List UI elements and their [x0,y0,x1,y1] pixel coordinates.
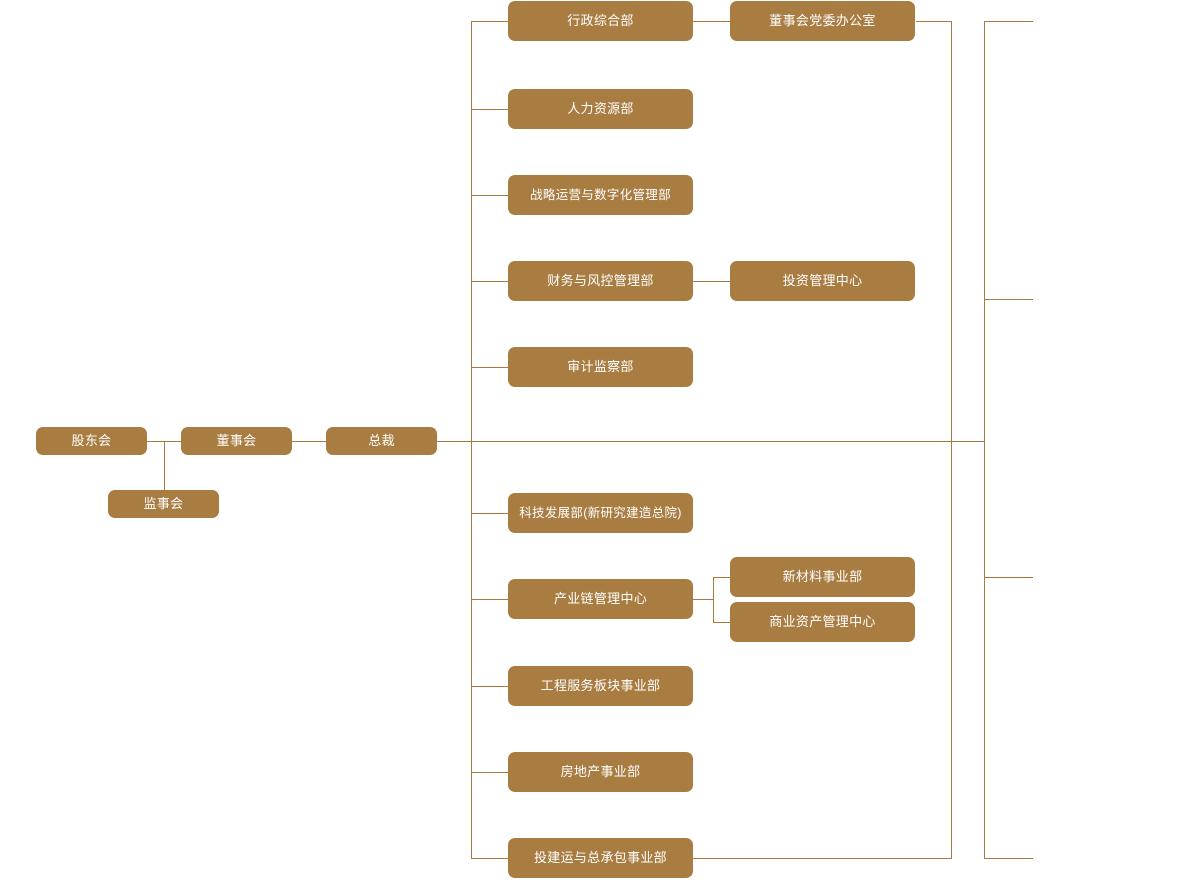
bracket-outer-stub-lower-mid [984,577,1033,578]
bracket-inner-top-stub [916,21,952,22]
node-department-audit[interactable]: 审计监察部 [508,347,693,387]
node-label: 科技发展部(新研究建造总院) [519,505,682,520]
node-department-hr[interactable]: 人力资源部 [508,89,693,129]
node-supervisory-board[interactable]: 监事会 [108,490,219,518]
node-label: 董事会 [216,432,257,448]
node-department-realestate[interactable]: 房地产事业部 [508,752,693,792]
node-department-admin[interactable]: 行政综合部 [508,1,693,41]
node-label: 监事会 [143,495,184,511]
node-label: 新材料事业部 [782,568,863,584]
branch-stub-tech [471,513,508,514]
node-department-engineering[interactable]: 工程服务板块事业部 [508,666,693,706]
connector-finance-to-investment [693,281,730,282]
node-label: 董事会党委办公室 [769,12,876,28]
branch-stub-hr [471,109,508,110]
node-label: 商业资产管理中心 [769,613,876,629]
bracket-inner-bottom-stub [693,858,952,859]
node-president[interactable]: 总裁 [326,427,437,455]
connector-board-to-president [292,441,326,442]
bracket-outer-stub-upper-mid [984,299,1033,300]
connector-industry-chain-out [693,599,714,600]
node-department-finance[interactable]: 财务与风控管理部 [508,261,693,301]
branch-stub-finance [471,281,508,282]
branch-stub-admin [471,21,508,22]
node-label: 产业链管理中心 [553,590,648,606]
bracket-outer-vertical [984,21,985,859]
node-subunit-investment-center[interactable]: 投资管理中心 [730,261,915,301]
connector-fork-to-commercial-assets [713,622,730,623]
node-board-of-directors[interactable]: 董事会 [181,427,292,455]
branch-stub-epc [471,858,508,859]
node-department-tech[interactable]: 科技发展部(新研究建造总院) [508,493,693,533]
node-label: 投建运与总承包事业部 [533,849,667,865]
branch-stub-audit [471,367,508,368]
bracket-outer-stub-top [984,21,1033,22]
connector-fork-to-new-materials [713,577,730,578]
connector-industry-chain-fork [713,577,714,623]
node-subunit-party-office[interactable]: 董事会党委办公室 [730,1,915,41]
node-label: 工程服务板块事业部 [540,677,661,693]
node-department-epc[interactable]: 投建运与总承包事业部 [508,838,693,878]
node-label: 财务与风控管理部 [547,272,654,288]
bracket-outer-stub-bottom [984,858,1033,859]
node-label: 行政综合部 [567,12,634,28]
bracket-inner-vertical [951,21,952,859]
connector-president-to-trunk [437,441,985,442]
node-label: 投资管理中心 [782,272,863,288]
branch-stub-engineering [471,686,508,687]
node-label: 人力资源部 [567,100,634,116]
node-label: 房地产事业部 [560,763,641,779]
connector-admin-to-party-office [693,21,730,22]
branch-stub-realestate [471,772,508,773]
node-subunit-new-materials[interactable]: 新材料事业部 [730,557,915,597]
node-label: 股东会 [71,432,112,448]
branch-stub-strategy [471,195,508,196]
node-label: 总裁 [368,432,395,448]
node-subunit-commercial-assets[interactable]: 商业资产管理中心 [730,602,915,642]
node-label: 战略运营与数字化管理部 [530,187,671,202]
branch-stub-industry-chain [471,599,508,600]
node-department-strategy[interactable]: 战略运营与数字化管理部 [508,175,693,215]
node-shareholders-meeting[interactable]: 股东会 [36,427,147,455]
connector-supervisory-drop [164,441,165,504]
node-department-industry-chain[interactable]: 产业链管理中心 [508,579,693,619]
main-trunk-line [471,21,472,859]
node-label: 审计监察部 [567,358,634,374]
